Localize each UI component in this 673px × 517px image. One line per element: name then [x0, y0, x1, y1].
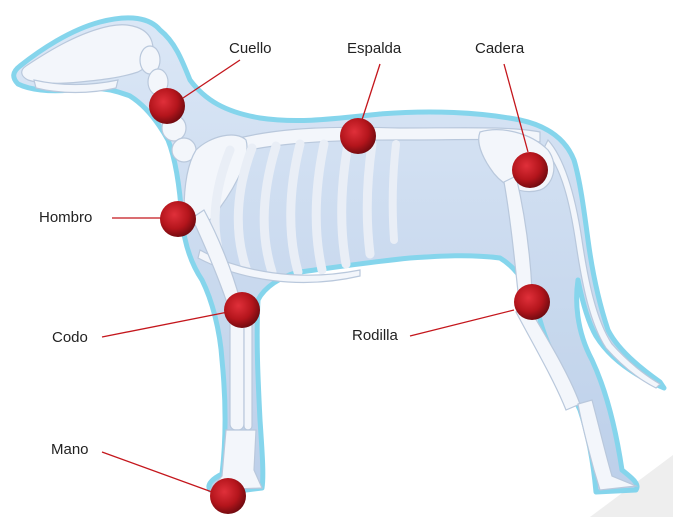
front-forearm-2 [244, 318, 252, 430]
label-cuello: Cuello [229, 40, 272, 57]
joint-marker-hombro [160, 201, 196, 237]
joint-marker-espalda [340, 118, 376, 154]
label-espalda: Espalda [347, 40, 401, 57]
leader-line-mano [102, 452, 212, 492]
joint-marker-cuello [149, 88, 185, 124]
rib [367, 144, 372, 254]
rib [393, 144, 396, 240]
leader-line-codo [102, 312, 228, 337]
joint-marker-codo [224, 292, 260, 328]
joint-marker-rodilla [514, 284, 550, 320]
label-cadera: Cadera [475, 40, 524, 57]
joint-marker-mano [210, 478, 246, 514]
joint-marker-cadera [512, 152, 548, 188]
front-forearm [230, 318, 244, 430]
label-mano: Mano [51, 441, 89, 458]
label-hombro: Hombro [39, 209, 92, 226]
leader-line-rodilla [410, 310, 514, 336]
label-rodilla: Rodilla [352, 327, 398, 344]
label-codo: Codo [52, 329, 88, 346]
